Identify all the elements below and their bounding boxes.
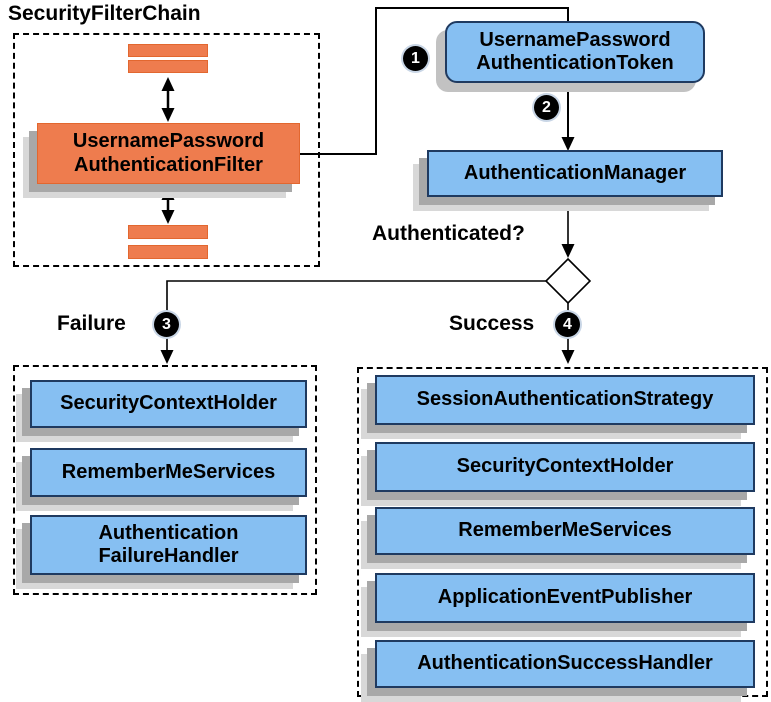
failure-handlers-box [13, 365, 317, 595]
token-to-manager-arrow [561, 83, 575, 151]
failure-label: Failure [57, 312, 126, 335]
application-event-publisher-box: ApplicationEventPublisher [375, 573, 755, 623]
manager-to-decision-arrow [561, 197, 575, 258]
remember-me-services-box: RememberMeServices [30, 448, 307, 497]
filter-bar [128, 245, 208, 259]
username-password-authentication-filter-box: UsernamePassword AuthenticationFilter [37, 123, 300, 184]
authentication-manager-box: AuthenticationManager [427, 150, 723, 197]
username-password-authentication-token-box: UsernamePassword AuthenticationToken [445, 21, 705, 83]
step-3-badge: 3 [154, 312, 179, 337]
authentication-failure-handler-box: Authentication FailureHandler [30, 515, 307, 575]
success-label: Success [449, 312, 535, 335]
page-title: SecurityFilterChain [8, 2, 201, 25]
filter-bar [128, 60, 208, 73]
remember-me-services-box: RememberMeServices [375, 507, 755, 555]
step-1-badge: 1 [403, 46, 428, 71]
filter-bar [128, 44, 208, 57]
success-handlers-box [357, 367, 768, 697]
step-4-badge: 4 [555, 312, 580, 337]
decision-diamond [544, 257, 592, 305]
session-authentication-strategy-box: SessionAuthenticationStrategy [375, 375, 755, 425]
filter-bar [128, 225, 208, 239]
authentication-success-handler-box: AuthenticationSuccessHandler [375, 640, 755, 688]
authenticated-question-label: Authenticated? [372, 222, 525, 245]
security-context-holder-box: SecurityContextHolder [375, 442, 755, 492]
security-context-holder-box: SecurityContextHolder [30, 380, 307, 428]
step-2-badge: 2 [534, 95, 559, 120]
